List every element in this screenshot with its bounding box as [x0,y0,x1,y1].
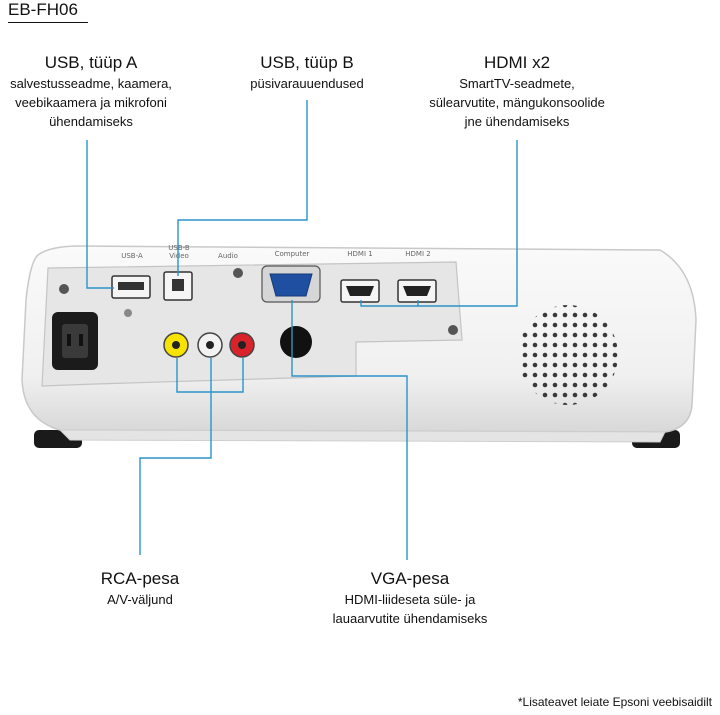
callout-vga-desc-2: lauaarvutite ühendamiseks [332,611,488,626]
callout-hdmi-desc-2: sülearvutite, mängukonsoolide [429,95,605,110]
callout-usb-a-desc-3: ühendamiseks [49,114,133,129]
panel-label-usb-a: USB-A [121,252,143,260]
leader-usb-b [177,100,308,276]
ir-sensor [280,326,312,358]
footnote: *Lisateavet leiate Epsoni veebisaidilt [517,695,712,709]
model-name: EB-FH06 [8,0,78,19]
panel-label-computer: Computer [275,250,310,258]
callout-usb-a: USB, tüüp A salvestusseadme, kaamera, ve… [0,52,187,131]
leader-vga [291,300,408,560]
leader-rca-span [176,358,244,393]
model-underline [8,22,88,23]
callout-usb-a-desc-1: salvestusseadme, kaamera, [10,76,172,91]
callout-vga-title: VGA-pesa [370,569,450,588]
callout-usb-a-title: USB, tüüp A [44,53,138,72]
leader-usb-a [86,140,114,289]
callout-hdmi: HDMI x2 SmartTV-seadmete, sülearvutite, … [412,52,622,131]
panel-label-audio: Audio [218,252,238,260]
callout-rca-title: RCA-pesa [100,569,180,588]
callout-hdmi-desc-3: jne ühendamiseks [464,114,570,129]
callout-usb-b: USB, tüüp B püsivarauuendused [222,52,392,93]
callout-vga: VGA-pesa HDMI-liideseta süle- ja lauaarv… [312,568,508,628]
callout-usb-a-desc-2: veebikaamera ja mikrofoni [15,95,167,110]
callout-hdmi-desc-1: SmartTV-seadmete, [459,76,575,91]
leader-rca [139,358,212,555]
speaker-grille [518,305,618,405]
callout-rca-desc-1: A/V-väljund [107,592,173,607]
leader-hdmi [360,140,518,307]
callout-hdmi-title: HDMI x2 [483,53,551,72]
projector-bottom [58,429,666,443]
callout-usb-b-title: USB, tüüp B [260,53,354,72]
callout-vga-desc-1: HDMI-liideseta süle- ja [344,592,476,607]
panel-label-hdmi1: HDMI 1 [347,250,372,258]
callout-rca: RCA-pesa A/V-väljund [70,568,210,609]
panel-label-video: Video [169,252,189,260]
panel-label-usb-b: USB-B [168,244,190,252]
callout-usb-b-desc-1: püsivarauuendused [250,76,364,91]
panel-label-hdmi2: HDMI 2 [405,250,430,258]
